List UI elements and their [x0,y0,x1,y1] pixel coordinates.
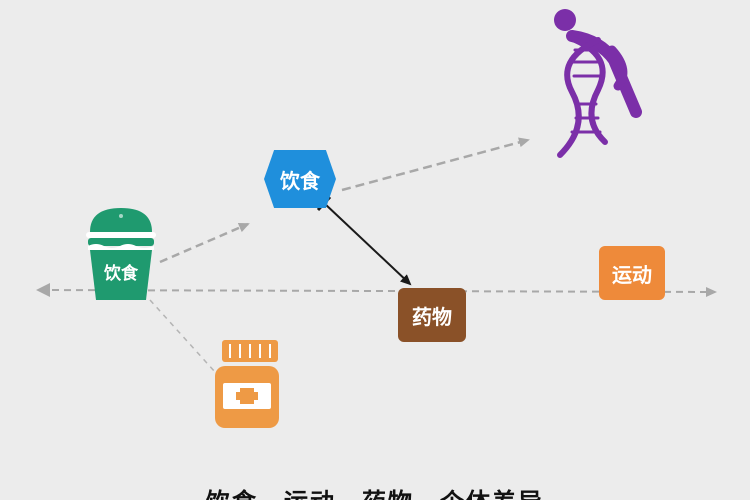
burger-diet-label: 饮食 [104,263,138,284]
medicine-node-label: 药物 [412,304,452,329]
diet-to-medicine-arrow [323,202,412,286]
axis-left-arrowhead [36,283,50,297]
diet-to-dna-arrow [341,137,530,192]
dna-person-icon [554,9,642,158]
diagram-caption: 饮食、运动、药物、个体差异 [0,482,750,500]
diet-node: 饮食 [264,150,336,208]
burger-cup-icon [86,208,156,300]
pill-bottle-icon [215,340,279,428]
burger-to-diet-arrow [159,222,250,264]
diet-node-label: 饮食 [280,168,320,193]
horizontal-axis-arrow [39,286,717,297]
exercise-node-label: 运动 [612,262,652,287]
burger-to-pill-line [149,299,216,373]
medicine-node: 药物 [398,288,466,342]
exercise-node: 运动 [599,246,665,300]
